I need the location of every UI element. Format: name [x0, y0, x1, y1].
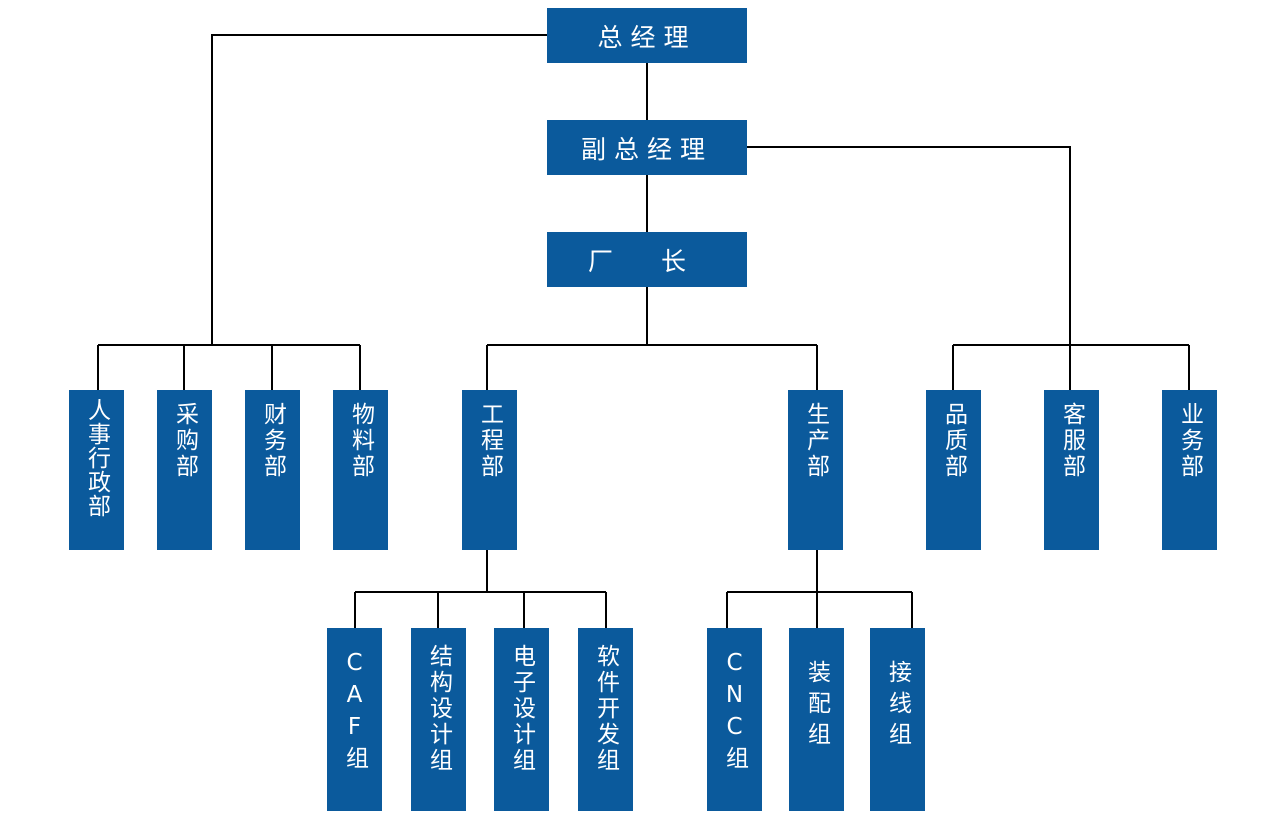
dept-purchasing-label: 采购部: [171, 402, 198, 480]
dept-materials-box: 物料部: [333, 390, 388, 550]
group-electronics-design-label: 电子设计组: [508, 644, 535, 774]
group-wiring-label: 接线组: [884, 660, 911, 753]
connector-gm-left: [211, 34, 548, 345]
dept-business-box: 业务部: [1162, 390, 1217, 550]
group-caf-box: CAF组: [327, 628, 382, 811]
factory-director-box: 厂 长: [547, 232, 747, 287]
group-structure-design-label: 结构设计组: [425, 644, 452, 774]
group-wiring-box: 接线组: [870, 628, 925, 811]
dept-quality-label: 品质部: [940, 402, 967, 480]
group-assembly-label: 装配组: [803, 660, 830, 753]
deputy-general-manager-box: 副总经理: [547, 120, 747, 175]
dept-hr-admin-box: 人事行政部: [69, 390, 124, 550]
dept-production-box: 生产部: [788, 390, 843, 550]
dept-engineering-box: 工程部: [462, 390, 517, 550]
group-cnc-box: CNC组: [707, 628, 762, 811]
group-caf-label: CAF组: [341, 650, 368, 775]
group-electronics-design-box: 电子设计组: [494, 628, 549, 811]
group-software-dev-label: 软件开发组: [592, 644, 619, 774]
dept-production-label: 生产部: [802, 402, 829, 480]
connector-deputy-right: [746, 146, 1071, 345]
dept-quality-box: 品质部: [926, 390, 981, 550]
dept-business-label: 业务部: [1176, 402, 1203, 480]
dept-customer-service-box: 客服部: [1044, 390, 1099, 550]
group-structure-design-box: 结构设计组: [411, 628, 466, 811]
group-software-dev-box: 软件开发组: [578, 628, 633, 811]
dept-finance-box: 财务部: [245, 390, 300, 550]
dept-purchasing-box: 采购部: [157, 390, 212, 550]
general-manager-label: 总经理: [597, 22, 697, 52]
dept-engineering-label: 工程部: [476, 402, 503, 480]
factory-director-label: 厂 长: [588, 246, 706, 276]
dept-finance-label: 财务部: [259, 402, 286, 480]
group-cnc-label: CNC组: [721, 650, 748, 775]
group-assembly-box: 装配组: [789, 628, 844, 811]
dept-customer-service-label: 客服部: [1058, 402, 1085, 480]
dept-materials-label: 物料部: [347, 402, 374, 480]
deputy-general-manager-label: 副总经理: [580, 134, 713, 164]
dept-hr-admin-label: 人事行政部: [83, 398, 110, 518]
general-manager-box: 总经理: [547, 8, 747, 63]
